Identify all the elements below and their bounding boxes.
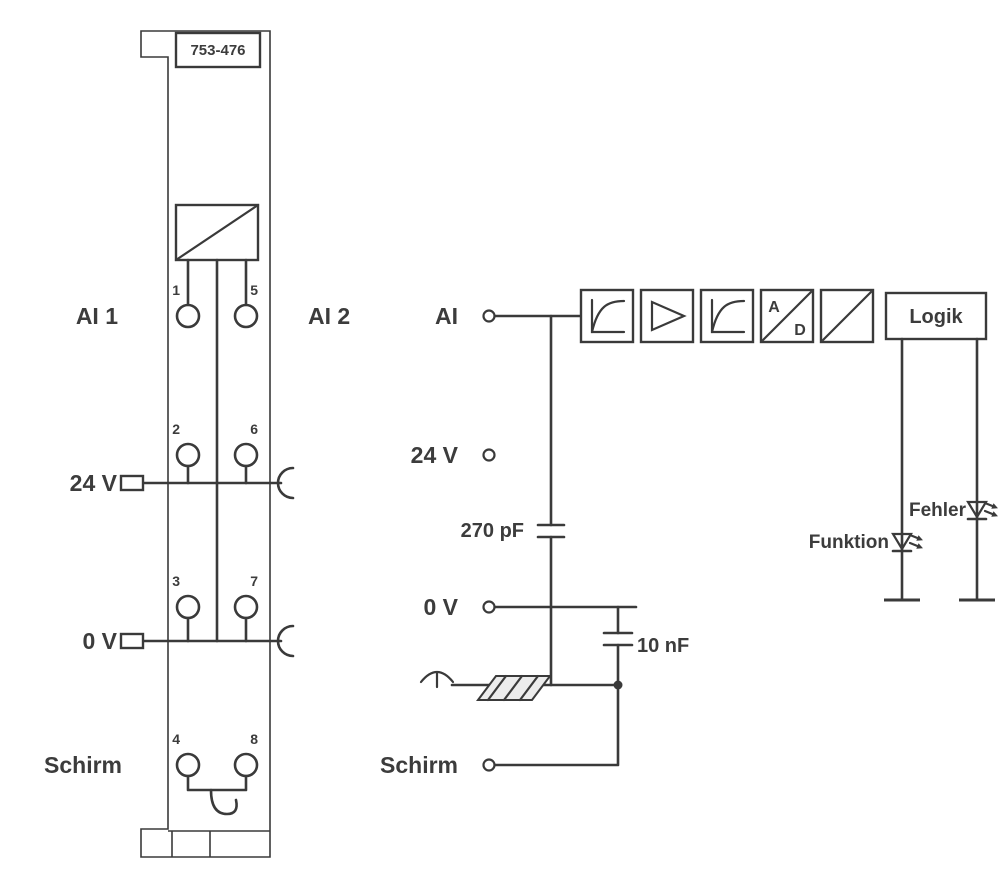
terminal-0v-stubs xyxy=(186,616,248,643)
terminal-3 xyxy=(175,594,201,620)
terminal-7-number: 7 xyxy=(250,573,258,589)
schematic-label-0v: 0 V xyxy=(423,594,458,620)
part-number: 753-476 xyxy=(190,42,245,59)
block-logic-frame xyxy=(884,291,988,341)
schematic-label-ai: AI xyxy=(435,303,458,329)
led-fehler: Fehler xyxy=(909,500,998,521)
cap270-plates xyxy=(536,523,566,539)
led-funktion-arrow-2 xyxy=(908,541,923,549)
block-logic-label: Logik xyxy=(909,306,963,328)
block-ad-label-a: A xyxy=(768,299,780,316)
schematic-label-schirm: Schirm xyxy=(380,752,458,778)
block-ad-converter: A D xyxy=(759,288,815,344)
block-filter-2-frame xyxy=(699,288,755,344)
rail-0v xyxy=(119,624,295,658)
terminal-5 xyxy=(233,303,259,329)
terminal-6-number: 6 xyxy=(250,421,258,437)
ground-node xyxy=(613,680,623,690)
wire-schirm xyxy=(493,643,620,767)
din-rail-symbol xyxy=(476,674,552,702)
block-filter-2 xyxy=(699,288,755,344)
rail-24v-plug xyxy=(119,474,145,492)
earth-symbol xyxy=(419,670,455,689)
led-fehler-arrow-2 xyxy=(983,509,998,517)
rail-0v-hook xyxy=(276,624,295,658)
led-funktion-arrow-1 xyxy=(908,533,923,541)
led-fehler-arrow-1 xyxy=(983,501,998,509)
block-filter-1-curve xyxy=(590,299,626,334)
module-foot-detail xyxy=(168,830,270,857)
terminal-1-number: 1 xyxy=(172,282,180,298)
schematic-terminal-24v xyxy=(482,448,496,462)
shield-bridge xyxy=(186,774,248,816)
schematic-label-24v: 24 V xyxy=(411,442,459,468)
shield-hook xyxy=(209,788,238,816)
label-0v: 0 V xyxy=(82,628,117,654)
schematic-terminal-0v xyxy=(482,600,496,614)
block-logic: Logik xyxy=(884,291,988,341)
terminal-8 xyxy=(233,752,259,778)
led-funktion-triangle xyxy=(891,532,913,552)
led-fehler-triangle xyxy=(966,500,988,520)
block-filter-2-curve xyxy=(710,299,746,334)
terminal-4 xyxy=(175,752,201,778)
shield-bridge-line xyxy=(186,774,248,792)
block-isolation xyxy=(819,288,875,344)
schematic-terminal-schirm xyxy=(482,758,496,772)
rail-0v-plug xyxy=(119,632,145,650)
terminal-4-number: 4 xyxy=(172,731,180,747)
led-funktion-label: Funktion xyxy=(809,532,889,553)
block-ad-diagonal xyxy=(761,290,813,342)
module-drawing: 753-476 1 5 2 6 3 7 xyxy=(44,30,350,858)
terminal-7 xyxy=(233,594,259,620)
rail-24v xyxy=(119,466,295,500)
amplifier-triangle-icon xyxy=(650,300,687,332)
label-24v: 24 V xyxy=(70,470,118,496)
block-isolation-diagonal xyxy=(821,290,873,342)
terminal-3-number: 3 xyxy=(172,573,180,589)
led-funktion: Funktion xyxy=(809,532,923,553)
block-amplifier xyxy=(639,288,695,344)
cap10-label: 10 nF xyxy=(637,635,689,657)
schematic-terminal-ai xyxy=(482,309,496,323)
block-filter-1-frame xyxy=(579,288,635,344)
part-number-frame xyxy=(174,31,262,69)
terminal-8-number: 8 xyxy=(250,731,258,747)
terminal-6 xyxy=(233,442,259,468)
terminal-1 xyxy=(175,303,201,329)
terminal-24v-stubs xyxy=(186,464,248,485)
converter-diagonal xyxy=(174,203,260,262)
terminal-5-number: 5 xyxy=(250,282,258,298)
terminal-2-number: 2 xyxy=(172,421,180,437)
block-ad-label-d: D xyxy=(794,322,806,339)
converter-symbol xyxy=(174,203,260,262)
block-filter-1 xyxy=(579,288,635,344)
label-schirm: Schirm xyxy=(44,752,122,778)
led-fehler-label: Fehler xyxy=(909,500,967,521)
part-number-box: 753-476 xyxy=(174,31,262,69)
label-ai2: AI 2 xyxy=(308,303,350,329)
terminal-2 xyxy=(175,442,201,468)
schematic-drawing: AI 24 V 0 V Schirm 270 pF 1 xyxy=(380,288,998,778)
module-outline xyxy=(140,30,271,858)
label-ai1: AI 1 xyxy=(76,303,118,329)
capacitor-270pf: 270 pF xyxy=(461,314,566,687)
rail-24v-hook xyxy=(276,466,295,500)
din-rail-grooves xyxy=(486,674,540,702)
earth-arc xyxy=(419,670,455,684)
cap10-plates xyxy=(602,631,634,647)
cap270-label: 270 pF xyxy=(461,520,524,542)
